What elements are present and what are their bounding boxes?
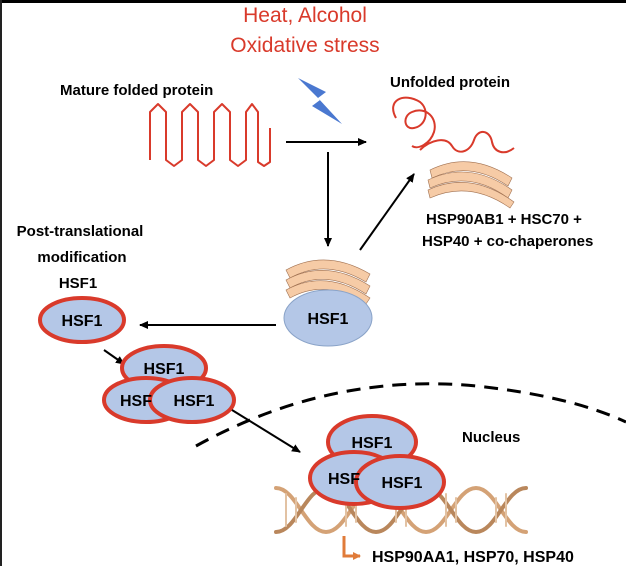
trimer2-top-label: HSF1 <box>352 435 393 452</box>
ptm-label-line3: HSF1 <box>59 275 97 292</box>
ptm-label-line1: Post-translational <box>17 223 144 240</box>
mature-folded-protein <box>149 103 271 167</box>
unfolded-protein <box>392 96 515 154</box>
stress-title-line1: Heat, Alcohol <box>243 4 367 27</box>
hsf1-monomer <box>38 296 126 344</box>
mature-protein-label: Mature folded protein <box>60 82 213 99</box>
top-border <box>0 0 626 3</box>
nuclear-membrane <box>195 382 626 448</box>
dna-helix-icon <box>274 485 528 535</box>
hsf1-complex-label: HSF1 <box>308 311 349 328</box>
left-border <box>0 0 2 566</box>
trimerization-arrow <box>103 349 125 365</box>
nuclear-translocation-arrow <box>231 409 301 453</box>
chaperones-label-line1: HSP90AB1 + HSC70 + <box>426 211 582 228</box>
chaperones-label-line2: HSP40 + co-chaperones <box>422 233 593 250</box>
free-chaperones <box>427 161 515 209</box>
nucleus-label: Nucleus <box>462 429 520 446</box>
trimer2-right-label: HSF1 <box>382 475 423 492</box>
trimer1-left-label: HSF <box>120 393 152 410</box>
hsf1-trimer-cytoplasm <box>102 344 236 424</box>
hsf1-trimer-nucleus <box>308 414 446 510</box>
ptm-label-line2: modification <box>37 249 126 266</box>
stress-title-line2: Oxidative stress <box>230 34 379 57</box>
trimer1-right-label: HSF1 <box>174 393 215 410</box>
transcription-arrow <box>342 536 361 560</box>
trimer2-left-label: HSF <box>328 471 360 488</box>
hsf1-monomer-label: HSF1 <box>62 313 103 330</box>
chaperone-release-arrow <box>359 173 415 251</box>
lightning-bolt-icon <box>298 78 342 124</box>
hsf1-chaperone-complex <box>283 259 373 347</box>
trimer1-top-label: HSF1 <box>144 361 185 378</box>
target-genes-label: HSP90AA1, HSP70, HSP40 <box>372 549 574 566</box>
unfolded-protein-label: Unfolded protein <box>390 74 510 91</box>
